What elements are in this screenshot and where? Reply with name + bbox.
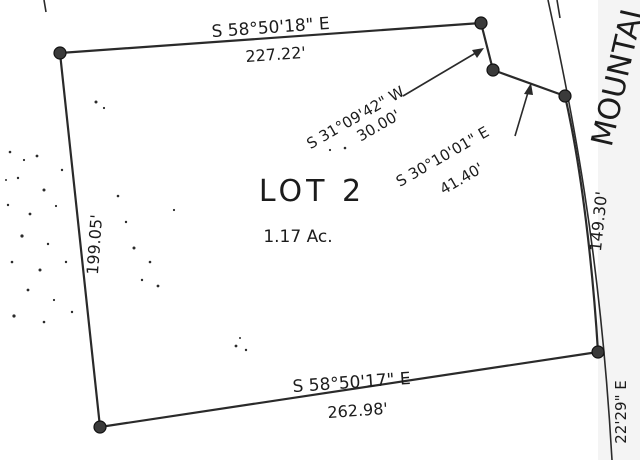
north-bearing-label: S 58°50'18" E <box>211 14 330 42</box>
page-edge-shade <box>598 0 640 460</box>
lot-number-label: LOT 2 <box>259 174 365 209</box>
south-distance-label: 262.98' <box>327 399 389 422</box>
corner-pin-east <box>558 89 572 103</box>
north-boundary-line <box>58 21 483 55</box>
corner-pin-northeast <box>474 16 488 30</box>
corner-pin-southwest <box>93 420 107 434</box>
corner-pin-northwest <box>53 46 67 60</box>
jog-boundary-line-1 <box>479 21 495 72</box>
south-boundary-line <box>98 350 600 429</box>
east-boundary-line <box>563 94 600 354</box>
west-boundary-line <box>58 51 102 429</box>
leader-arrow-jog2 <box>514 83 533 137</box>
corner-pin-jog <box>486 63 500 77</box>
corner-pin-southeast <box>591 345 605 359</box>
south-bearing-label: S 58°50'17" E <box>292 369 411 397</box>
jog-boundary-line-2 <box>491 68 567 98</box>
north-distance-label: 227.22' <box>245 43 307 66</box>
scan-noise <box>5 100 347 352</box>
edge-partial-call-label: 22'29" E <box>612 380 630 443</box>
road-right-of-way-line <box>547 0 613 460</box>
lot-area-label: 1.17 Ac. <box>263 227 332 247</box>
leader-arrow-jog1 <box>402 48 484 97</box>
west-distance-label: 199.05' <box>83 214 106 276</box>
frame-line-top <box>43 0 47 13</box>
road-edge-tick <box>556 0 561 19</box>
